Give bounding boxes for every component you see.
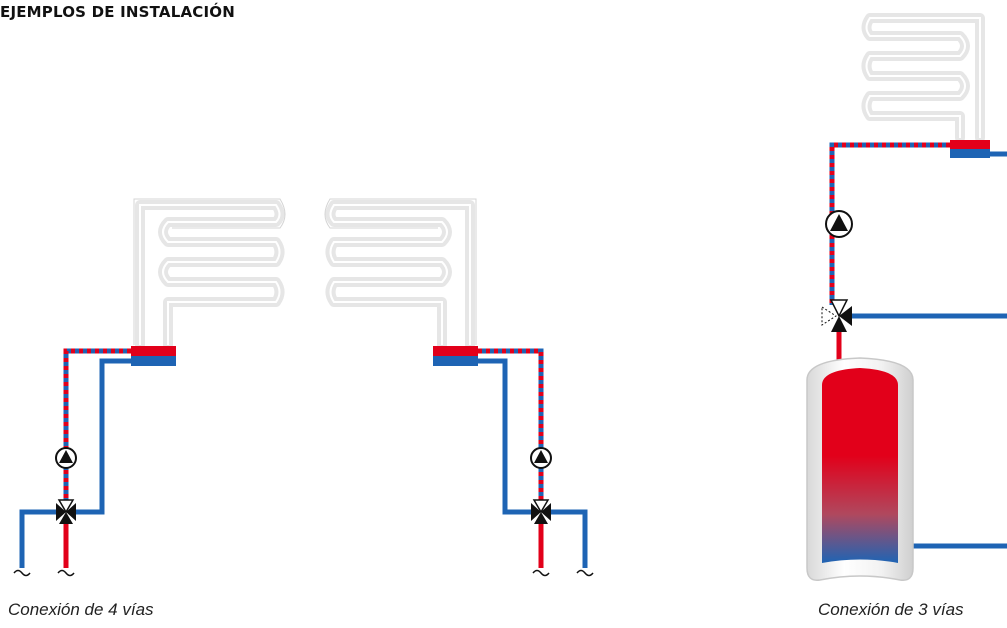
circulation-pump-icon xyxy=(825,210,853,238)
towel-radiator-icon xyxy=(325,200,475,350)
circulation-pump-icon xyxy=(55,447,77,469)
circulation-pump-icon xyxy=(530,447,552,469)
four-way-installation-right xyxy=(324,198,594,577)
hot-water-tank-icon xyxy=(806,357,914,581)
towel-radiator-icon xyxy=(135,200,285,350)
mixing-valve-icon xyxy=(531,499,551,524)
four-way-installation-left xyxy=(13,198,286,577)
return-manifold xyxy=(131,356,176,366)
supply-manifold xyxy=(131,346,176,356)
mixing-valve-icon xyxy=(821,299,852,332)
supply-manifold xyxy=(950,140,990,149)
mixing-valve-icon xyxy=(56,499,76,524)
page-title: EJEMPLOS DE INSTALACIÓN xyxy=(0,3,235,21)
caption-three-way: Conexión de 3 vías xyxy=(818,600,964,619)
inflow-connection-icon xyxy=(13,569,75,577)
caption-four-way: Conexión de 4 vías xyxy=(8,600,154,619)
supply-manifold xyxy=(433,346,478,356)
inflow-connection-icon xyxy=(532,569,594,577)
three-way-installation xyxy=(806,13,1007,581)
return-manifold xyxy=(950,149,990,158)
return-manifold xyxy=(433,356,478,366)
